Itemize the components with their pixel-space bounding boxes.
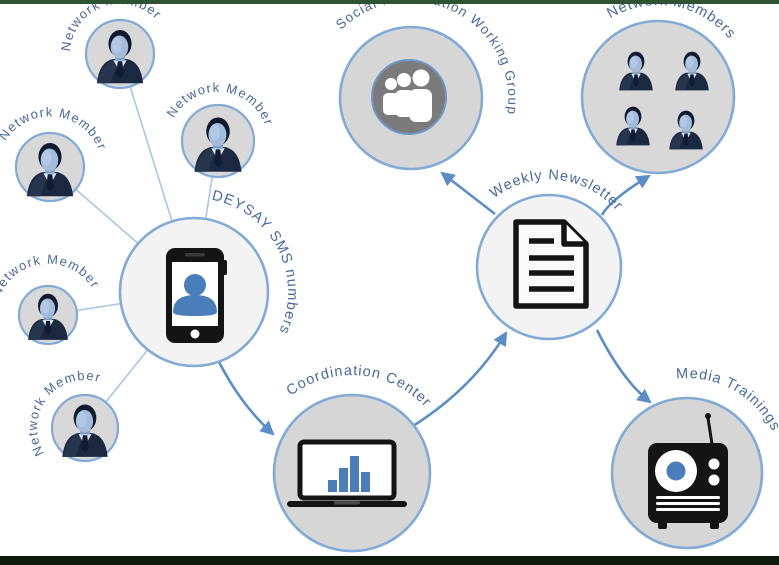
node-weekly-newsletter [475,193,623,341]
people-group-icon [383,69,432,122]
node-social-mobilization-working-group [338,25,484,171]
node-network-member-1 [84,18,156,90]
top-border [0,0,779,4]
node-media-trainings [610,396,764,550]
laptop-bar-chart-icon [287,439,407,507]
arrow-newsletter-to-smwg [440,171,496,216]
node-network-member-4 [17,284,79,346]
node-coordination-center [272,393,432,553]
node-network-members-group [580,19,736,175]
flow-arrows [216,171,652,436]
arrow-sms-to-coordination [216,359,275,436]
node-network-member-3 [14,131,86,203]
arrow-newsletter-to-members [600,174,651,216]
radio-icon [648,413,728,529]
node-deysay-sms [118,216,270,368]
node-network-member-5 [50,393,120,463]
document-icon [513,219,589,309]
node-network-member-2 [180,103,256,179]
arrow-newsletter-to-media [595,329,652,404]
arrow-coordination-to-newsletter [412,331,508,428]
bottom-border [0,556,779,565]
smartphone-contact-icon [166,248,227,343]
